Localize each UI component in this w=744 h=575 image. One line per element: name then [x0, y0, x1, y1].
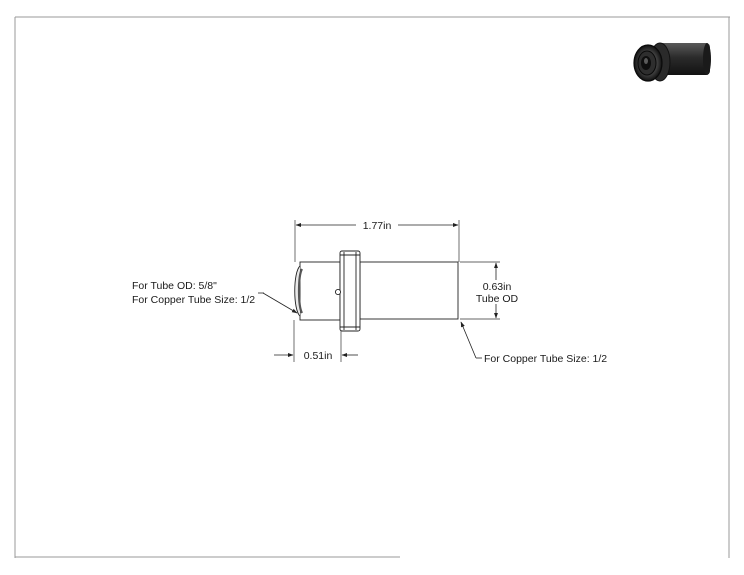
outer-diameter-label: 0.63in [483, 281, 512, 293]
callout-left-line-2: For Copper Tube Size: 1/2 [132, 294, 255, 306]
fitting-3d-thumbnail [633, 42, 711, 82]
press-length-label: 0.51in [304, 350, 333, 362]
dimension-outer-diameter: 0.63in Tube OD [460, 261, 519, 320]
fitting-side-view [294, 250, 459, 332]
dimension-overall-length: 1.77in [294, 220, 460, 262]
sheet-border [14, 16, 730, 558]
callout-right: For Copper Tube Size: 1/2 [460, 321, 607, 365]
callout-left-line-1: For Tube OD: 5/8" [132, 280, 217, 292]
overall-length-label: 1.77in [363, 220, 392, 232]
outer-diameter-caption: Tube OD [476, 293, 519, 305]
callout-right-line-1: For Copper Tube Size: 1/2 [484, 353, 607, 365]
dimension-press-length: 0.51in [274, 320, 358, 362]
callout-left: For Tube OD: 5/8" For Copper Tube Size: … [132, 280, 298, 314]
